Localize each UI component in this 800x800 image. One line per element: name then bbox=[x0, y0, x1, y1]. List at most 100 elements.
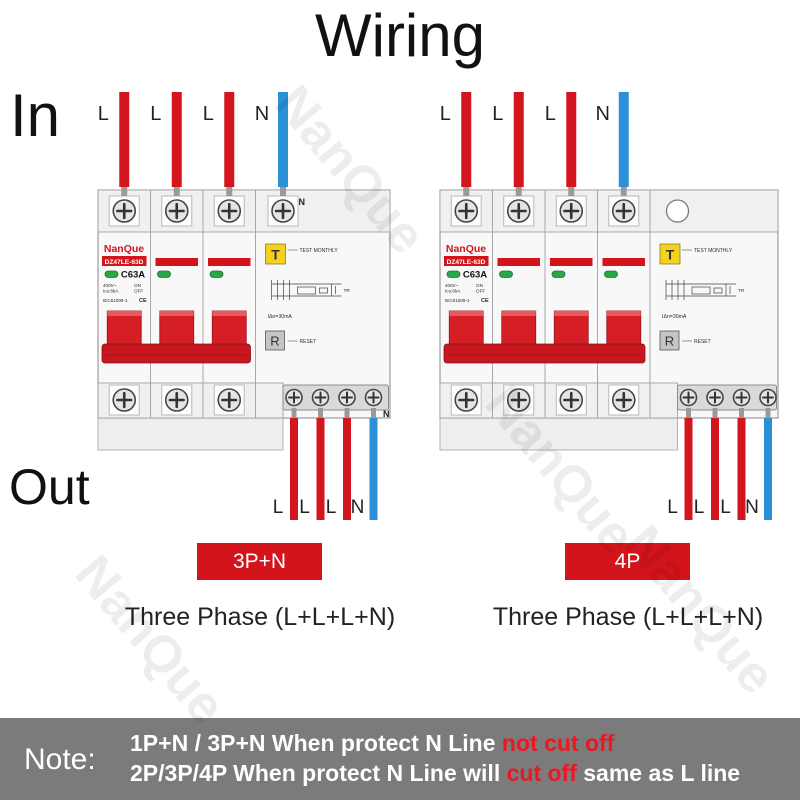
current-rating: C63A bbox=[121, 270, 145, 281]
output-wire-label: L bbox=[273, 497, 284, 518]
output-wire-label: L bbox=[667, 497, 678, 518]
schematic-resistor bbox=[713, 287, 723, 294]
ce-mark: CE bbox=[481, 298, 489, 304]
output-wire-label: L bbox=[720, 497, 731, 518]
output-wire-label: L bbox=[694, 497, 705, 518]
screw-cross-slot bbox=[274, 202, 292, 220]
on-mark: ON bbox=[476, 283, 483, 288]
input-wire-label: N bbox=[255, 103, 269, 125]
wire-conductor-tip bbox=[515, 187, 522, 196]
off-mark: OFF bbox=[476, 289, 485, 294]
output-wire-label: L bbox=[326, 497, 337, 518]
handle-highlight bbox=[107, 311, 142, 316]
din-rail-base bbox=[439, 417, 678, 451]
wire-conductor-tip bbox=[344, 408, 350, 418]
screw-cross-slot bbox=[367, 391, 380, 404]
toggle-handle bbox=[211, 310, 247, 348]
note-bar: Note: 1P+N / 3P+N When protect N Line no… bbox=[0, 718, 800, 800]
model-label bbox=[444, 256, 489, 266]
input-wire-neutral bbox=[278, 92, 288, 187]
note-line-2-text: 2P/3P/4P When protect N Line will bbox=[130, 760, 507, 786]
reset-button bbox=[659, 330, 680, 351]
toggle-handle bbox=[448, 310, 484, 348]
wire-conductor-tip bbox=[173, 187, 180, 196]
status-indicator bbox=[551, 270, 566, 278]
screw-cross-slot bbox=[682, 391, 695, 404]
screw-cross-slot bbox=[615, 391, 632, 409]
schematic-transformer bbox=[297, 286, 316, 295]
toggle-handle bbox=[553, 310, 589, 348]
output-wire-neutral bbox=[369, 418, 378, 520]
output-wire-live bbox=[711, 418, 719, 520]
pole-red-band bbox=[602, 258, 645, 266]
wire-conductor-tip bbox=[765, 408, 771, 418]
page-title: Wiring bbox=[314, 2, 485, 69]
wire-conductor-tip bbox=[121, 187, 128, 196]
breaking-capacity: Icu:6kA bbox=[103, 289, 119, 294]
handle-tie-bar bbox=[443, 343, 646, 364]
reset-text: RESET bbox=[300, 339, 317, 345]
note-line-1: 1P+N / 3P+N When protect N Line not cut … bbox=[130, 728, 780, 758]
output-wire-label: N bbox=[351, 497, 365, 518]
reset-button bbox=[265, 330, 285, 351]
screw-cross-slot bbox=[709, 391, 721, 404]
input-wire-label: L bbox=[98, 103, 109, 125]
reset-button-label: R bbox=[665, 334, 674, 349]
screw-cross-slot bbox=[563, 202, 580, 220]
din-rail-base bbox=[97, 417, 284, 451]
wire-conductor-tip bbox=[291, 408, 297, 418]
screw-cross-slot bbox=[341, 391, 353, 404]
schematic-bus bbox=[271, 283, 342, 297]
input-wire-label: L bbox=[492, 103, 503, 125]
screw-cross-slot bbox=[458, 202, 475, 220]
output-wire-live bbox=[290, 418, 298, 520]
output-terminal-strip bbox=[282, 384, 389, 411]
schematic-resistor bbox=[319, 287, 328, 294]
note-lines: 1P+N / 3P+N When protect N Line not cut … bbox=[130, 728, 780, 788]
output-wire-live bbox=[316, 418, 325, 520]
test-button bbox=[659, 243, 681, 265]
test-button-label: T bbox=[666, 247, 675, 263]
toggle-handle bbox=[159, 310, 195, 348]
voltage-rating: 400V~ bbox=[103, 283, 117, 288]
input-wire-live bbox=[566, 92, 577, 187]
test-monthly-text: TEST MONTHLY bbox=[300, 248, 339, 254]
note-line-2-tail: same as L line bbox=[576, 760, 741, 786]
input-wire-live bbox=[119, 92, 130, 187]
on-mark: ON bbox=[134, 283, 141, 288]
breaker-type-tag-3p-n: 3P+N bbox=[197, 543, 322, 580]
wire-conductor-tip bbox=[620, 187, 627, 196]
note-line-2: 2P/3P/4P When protect N Line will cut of… bbox=[130, 758, 780, 788]
note-line-1-text: 1P+N / 3P+N When protect N Line bbox=[130, 730, 502, 756]
wire-conductor-tip bbox=[280, 187, 286, 196]
toggle-handle bbox=[106, 310, 142, 348]
neutral-terminal-mark-top: N bbox=[299, 197, 306, 207]
handle-tie-bar bbox=[101, 343, 251, 364]
screw-cross-slot bbox=[563, 391, 580, 409]
status-indicator bbox=[209, 270, 224, 278]
wire-conductor-tip bbox=[226, 187, 233, 196]
status-indicator bbox=[499, 270, 513, 278]
model-number: DZ47LE-63D bbox=[105, 259, 144, 266]
output-wire-live bbox=[737, 418, 746, 520]
breaker-4p: NanQueDZ47LE-63DC63A400V~Icu:6kAONOFFIEC… bbox=[439, 92, 779, 520]
circuit-schematic bbox=[665, 280, 736, 300]
brand-logo: NanQue bbox=[446, 243, 486, 255]
trip-mark: TR bbox=[738, 288, 745, 294]
schematic-switch bbox=[331, 284, 336, 296]
screw-cross-slot bbox=[735, 391, 748, 404]
toggle-handle bbox=[501, 310, 537, 348]
input-wire-label: N bbox=[596, 103, 610, 125]
breaker-type-tag-4p: 4P bbox=[565, 543, 690, 580]
test-button bbox=[265, 243, 286, 265]
input-wire-live bbox=[224, 92, 235, 187]
screw-cross-slot bbox=[221, 391, 238, 409]
wire-conductor-tip bbox=[463, 187, 470, 196]
wire-conductor-tip bbox=[371, 408, 376, 418]
residual-current-rating: IΔn=30mA bbox=[268, 314, 293, 320]
handle-highlight bbox=[449, 311, 484, 316]
status-indicator bbox=[604, 270, 618, 278]
residual-current-rating: IΔn=30mA bbox=[662, 314, 687, 320]
current-rating: C63A bbox=[463, 270, 487, 281]
